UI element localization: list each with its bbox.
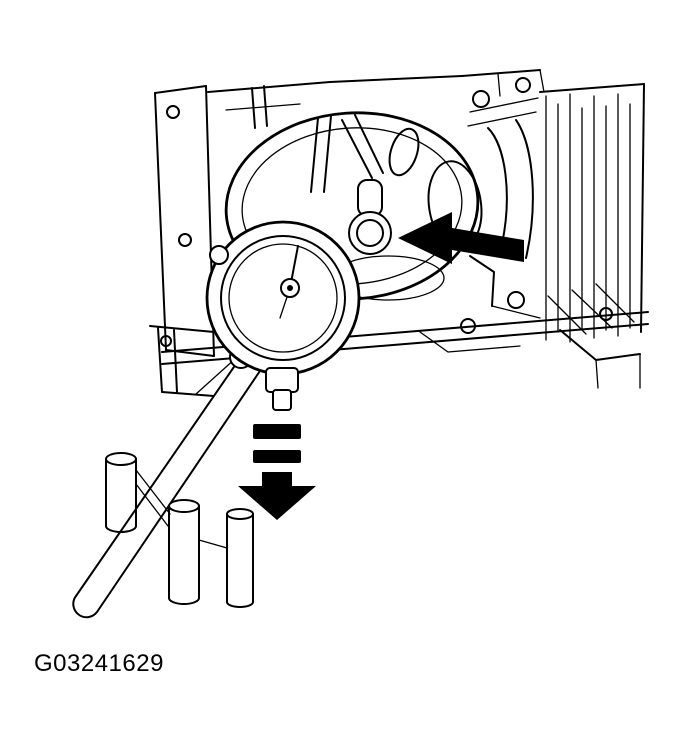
stand-arm [72,347,267,619]
bolt-hole [515,77,531,93]
bolt-hole [166,105,180,119]
mid-right-contours [427,119,541,319]
stand-post [168,499,200,605]
figure-label: G03241629 [34,650,164,677]
bolt-hole [599,307,613,321]
down-arrow-dash [253,424,301,439]
valve-tappet [348,179,392,255]
pointer-arrow-icon [398,212,524,264]
left-bracket [149,325,215,397]
stand-clamp [105,452,171,533]
hatched-surface [539,83,645,343]
bolt-hole [460,318,476,334]
dial-indicator [205,220,361,411]
needle-hub-dot [287,285,293,291]
dial-indicator-face [228,243,338,353]
down-arrow-dash [253,450,301,463]
bolt-hole [178,233,192,247]
bolt-hole [507,291,525,309]
down-arrow-head [238,472,316,520]
top-contour [207,69,545,129]
indicator-stem [272,389,292,411]
engine-block-drawing [149,69,649,397]
stand-post [226,508,254,608]
bolt-hole [160,335,172,347]
indicator-clamp [265,367,299,393]
bolt-hole [472,90,490,108]
dial-indicator-ring [220,235,346,361]
bezel-lug [209,245,229,265]
down-arrow-icon [238,424,316,520]
